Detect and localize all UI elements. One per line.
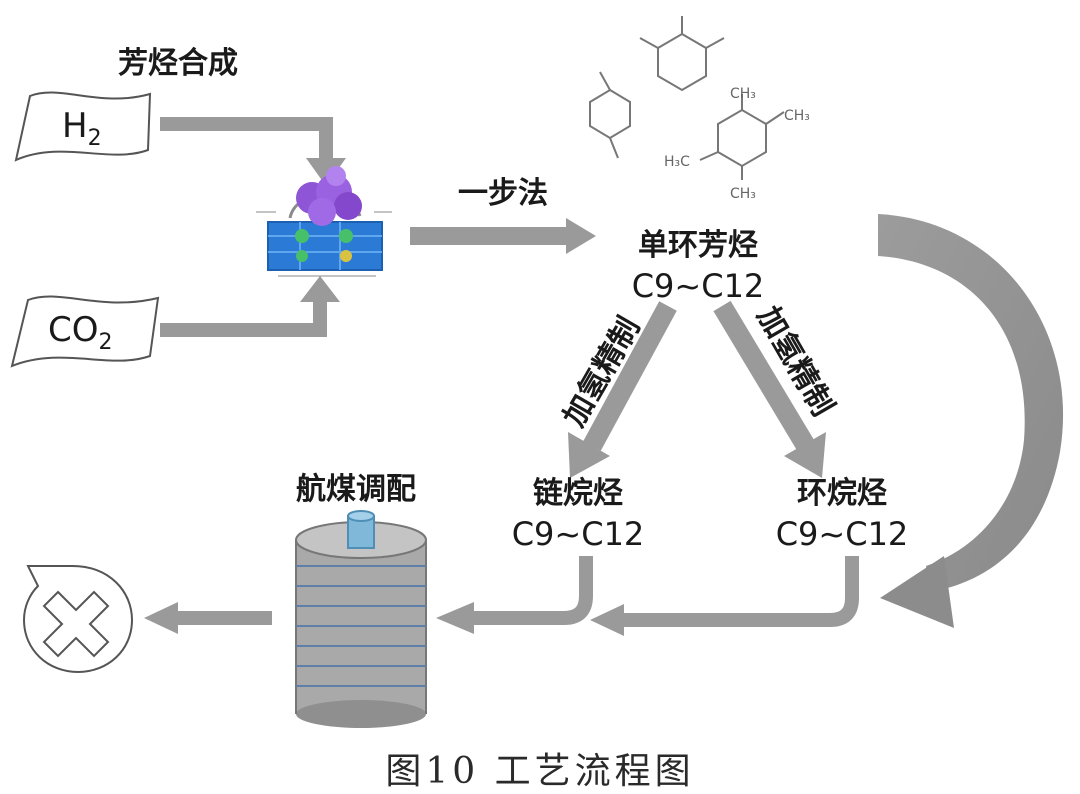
figure-caption: 图10 工艺流程图	[385, 751, 695, 792]
alkane-name: 链烷烃	[533, 476, 623, 511]
one-step-label: 一步法	[458, 176, 548, 211]
monocyclic-aromatics-name: 单环芳烃	[638, 228, 758, 263]
cycloalkane-return-pipe	[620, 556, 859, 627]
h2-feed-arrow	[160, 117, 333, 160]
alkane-range: C9~C12	[511, 515, 645, 553]
catalyst-icon	[256, 166, 392, 277]
aircraft-product-icon	[22, 565, 134, 674]
hydro-left-arrow	[583, 301, 677, 451]
h2-flag-shape	[14, 91, 152, 162]
synthesis-title: 芳烃合成	[118, 46, 238, 81]
cycloalkane-range: C9~C12	[775, 515, 909, 553]
co2-label: CO2	[48, 310, 113, 355]
molecule-label-h3c: H₃C	[664, 154, 690, 170]
monocyclic-aromatics-range: C9~C12	[631, 267, 765, 305]
cycloalkane-name: 环烷烃	[797, 476, 887, 511]
aromatic-molecules	[589, 16, 785, 180]
co2-feed-arrow	[160, 300, 327, 337]
molecule-label-ch3-mid: CH₃	[784, 108, 810, 124]
co2-flag-shape	[10, 295, 160, 368]
hydro-right-arrow	[713, 300, 815, 452]
jet-fuel-blending-label: 航煤调配	[296, 472, 416, 507]
molecule-label-ch3-top: CH₃	[730, 86, 756, 102]
h2-label: H2	[62, 106, 102, 151]
alkane-return-pipe	[470, 556, 593, 625]
molecule-label-ch3-bot: CH₃	[730, 186, 756, 202]
recycle-curved-arrow	[878, 214, 1064, 592]
blending-drum	[295, 510, 427, 728]
